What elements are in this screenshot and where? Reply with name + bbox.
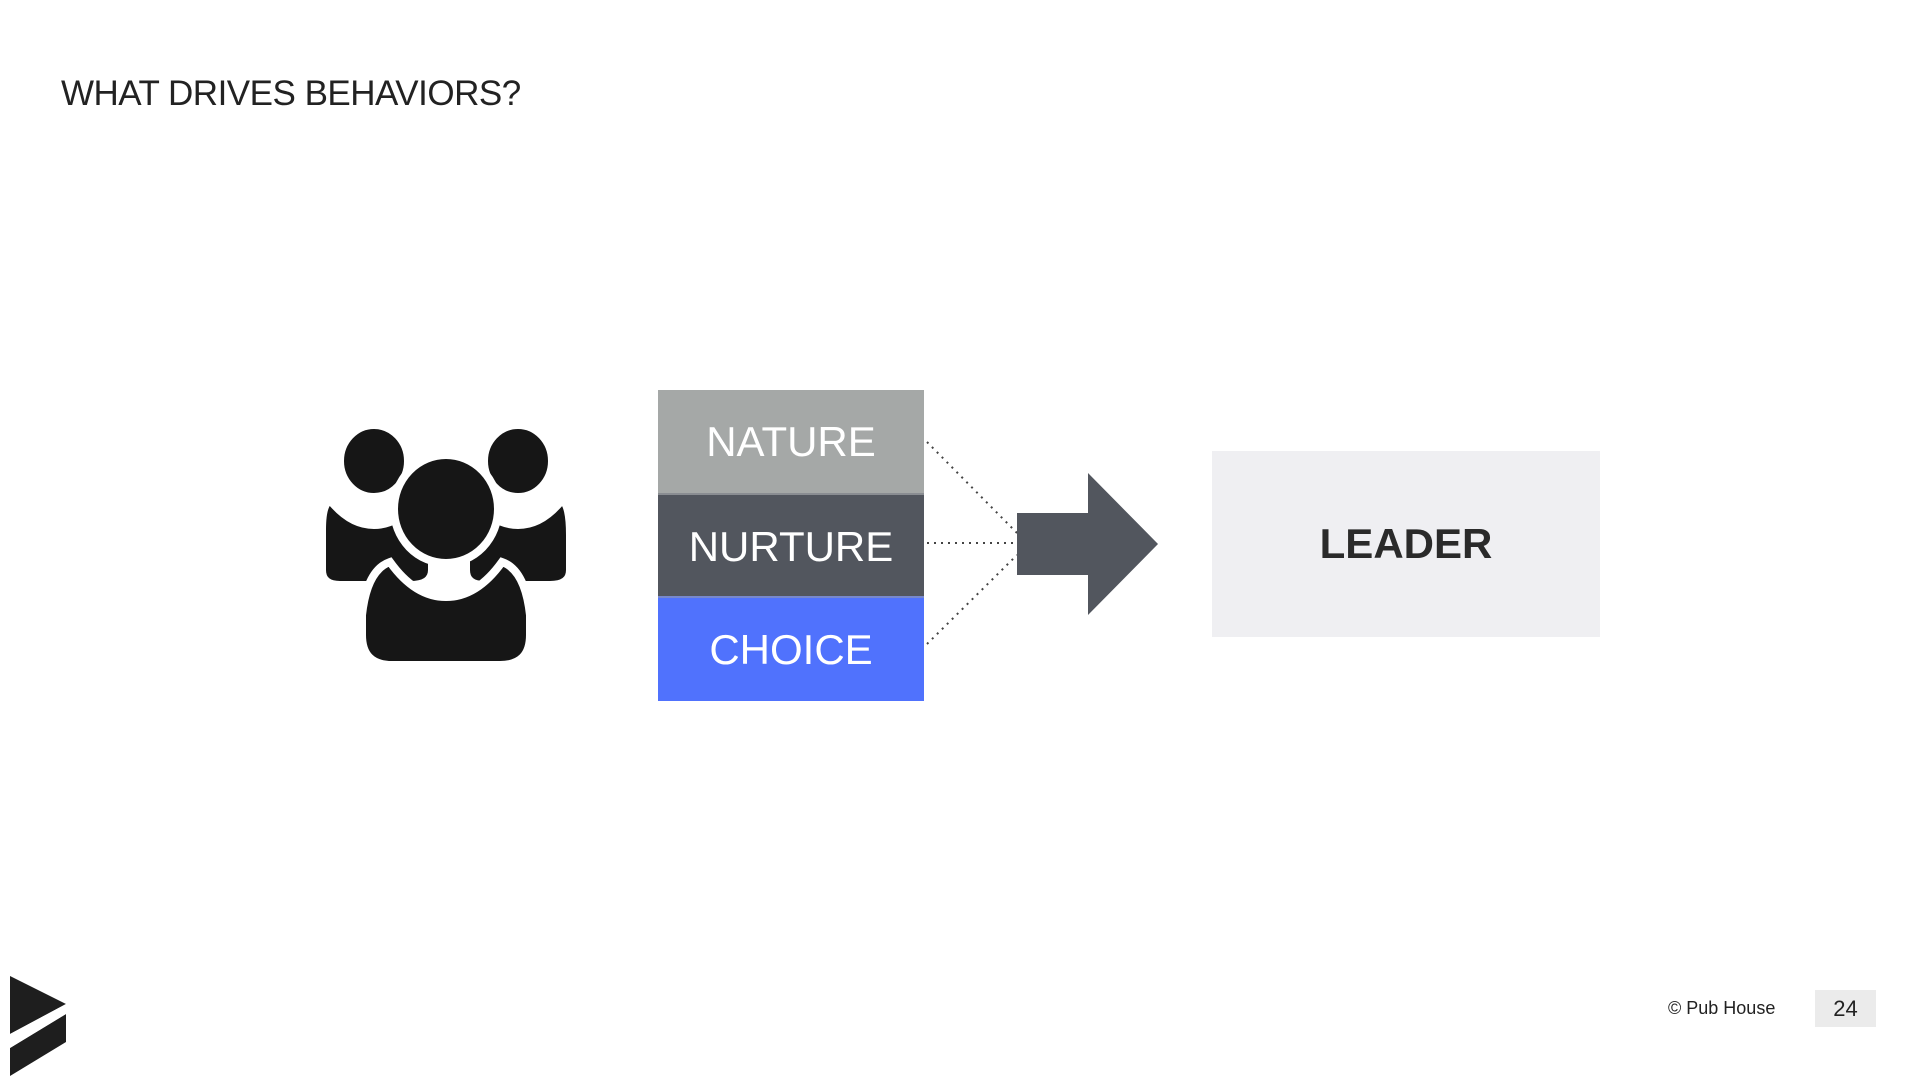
right-arrow-icon [1017, 473, 1158, 615]
factor-nature: NATURE [658, 390, 924, 493]
brand-logo-icon [10, 976, 66, 1076]
group-people-icon [320, 425, 570, 665]
copyright-text: © Pub House [1668, 998, 1776, 1018]
factor-nurture: NURTURE [658, 493, 924, 598]
leader-box: LEADER [1212, 451, 1600, 637]
factor-choice: CHOICE [658, 596, 924, 701]
page-number: 24 [1815, 990, 1876, 1027]
slide-title: WHAT DRIVES BEHAVIORS? [61, 74, 521, 113]
